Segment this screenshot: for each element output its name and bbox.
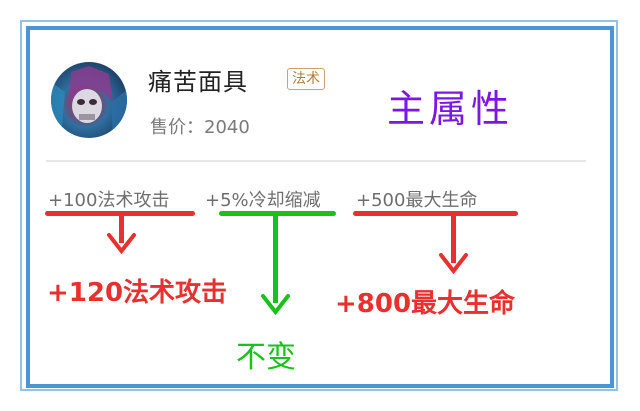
item-name: 痛苦面具 <box>148 68 248 96</box>
arrow-shaft-green <box>273 213 278 303</box>
price-label: 售价： <box>150 117 204 138</box>
outer-frame <box>20 20 618 391</box>
arrow-down-icon <box>107 233 136 254</box>
stat-magic-attack-new: +120法术攻击 <box>47 278 228 308</box>
item-type-tag: 法术 <box>287 68 325 90</box>
arrow-shaft-red <box>119 213 124 243</box>
underline-red <box>353 211 518 216</box>
divider <box>46 160 586 162</box>
stat-cooldown-new: 不变 <box>236 340 296 375</box>
stat-max-health-new: +800最大生命 <box>335 289 516 319</box>
arrow-down-icon <box>261 294 290 315</box>
stat-magic-attack: +100法术攻击 <box>48 190 170 211</box>
item-card <box>26 26 614 388</box>
arrow-down-icon <box>439 253 468 274</box>
price-value: 2040 <box>204 117 250 138</box>
main-attribute-annotation: 主属性 <box>387 87 514 131</box>
stat-cooldown: +5%冷却缩减 <box>205 190 321 211</box>
skull-mask-icon <box>51 66 127 138</box>
arrow-shaft-red <box>451 213 456 263</box>
stat-max-health: +500最大生命 <box>356 190 478 211</box>
item-avatar <box>51 62 127 138</box>
item-price: 售价：2040 <box>150 113 250 139</box>
